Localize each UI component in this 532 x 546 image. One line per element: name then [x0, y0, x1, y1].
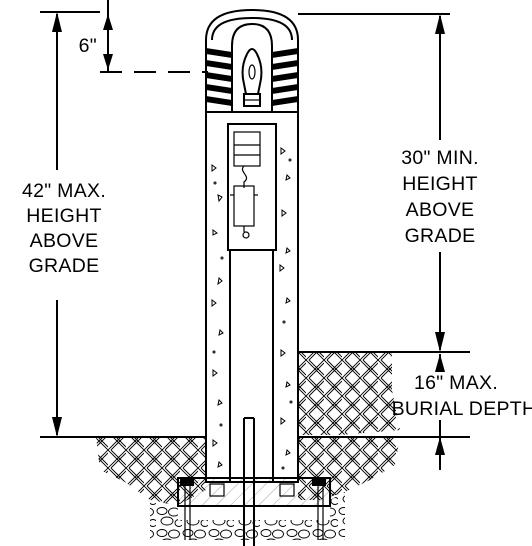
- capacitor: [233, 185, 255, 227]
- dimension-min-height: [298, 13, 450, 352]
- ballast-wiring: [241, 165, 248, 188]
- raised-soil-hatch: [298, 352, 392, 435]
- lamp-dome: [205, 8, 299, 113]
- svg-text:GRADE: GRADE: [405, 225, 476, 247]
- svg-text:HEIGHT: HEIGHT: [26, 205, 101, 227]
- dimension-max-height: [40, 11, 100, 438]
- burial-depth-label: 16" MAX. BURIAL DEPTH: [392, 372, 532, 420]
- raised-soil-hatch-right: [340, 368, 400, 435]
- ballast-plate: [233, 131, 261, 167]
- reflector: [231, 22, 273, 112]
- svg-text:42" MAX.: 42" MAX.: [22, 180, 106, 202]
- gravel-bed: [150, 492, 345, 540]
- lamp-offset-label: 6": [79, 35, 97, 57]
- svg-text:BURIAL DEPTH: BURIAL DEPTH: [392, 398, 532, 420]
- svg-text:30" MIN.: 30" MIN.: [401, 147, 479, 169]
- svg-text:HEIGHT: HEIGHT: [402, 173, 477, 195]
- max-height-label: 42" MAX. HEIGHT ABOVE GRADE: [22, 180, 106, 277]
- lamp-head: [205, 8, 299, 113]
- svg-text:ABOVE: ABOVE: [30, 230, 99, 252]
- svg-text:ABOVE: ABOVE: [406, 199, 475, 221]
- louver-slats: [206, 48, 298, 106]
- ballast-housing: [227, 123, 277, 251]
- dimension-lamp-offset: [103, 0, 113, 72]
- svg-text:GRADE: GRADE: [29, 255, 100, 277]
- svg-text:16" MAX.: 16" MAX.: [414, 372, 498, 394]
- bollard-post: [205, 111, 299, 546]
- min-height-label: 30" MIN. HEIGHT ABOVE GRADE: [401, 147, 479, 247]
- dimension-burial-depth: [392, 351, 470, 470]
- lamp-bulb-icon: [241, 48, 263, 95]
- earth-section: [96, 71, 400, 540]
- terminal: [242, 231, 250, 239]
- concrete-aggregate-marks: [211, 147, 293, 470]
